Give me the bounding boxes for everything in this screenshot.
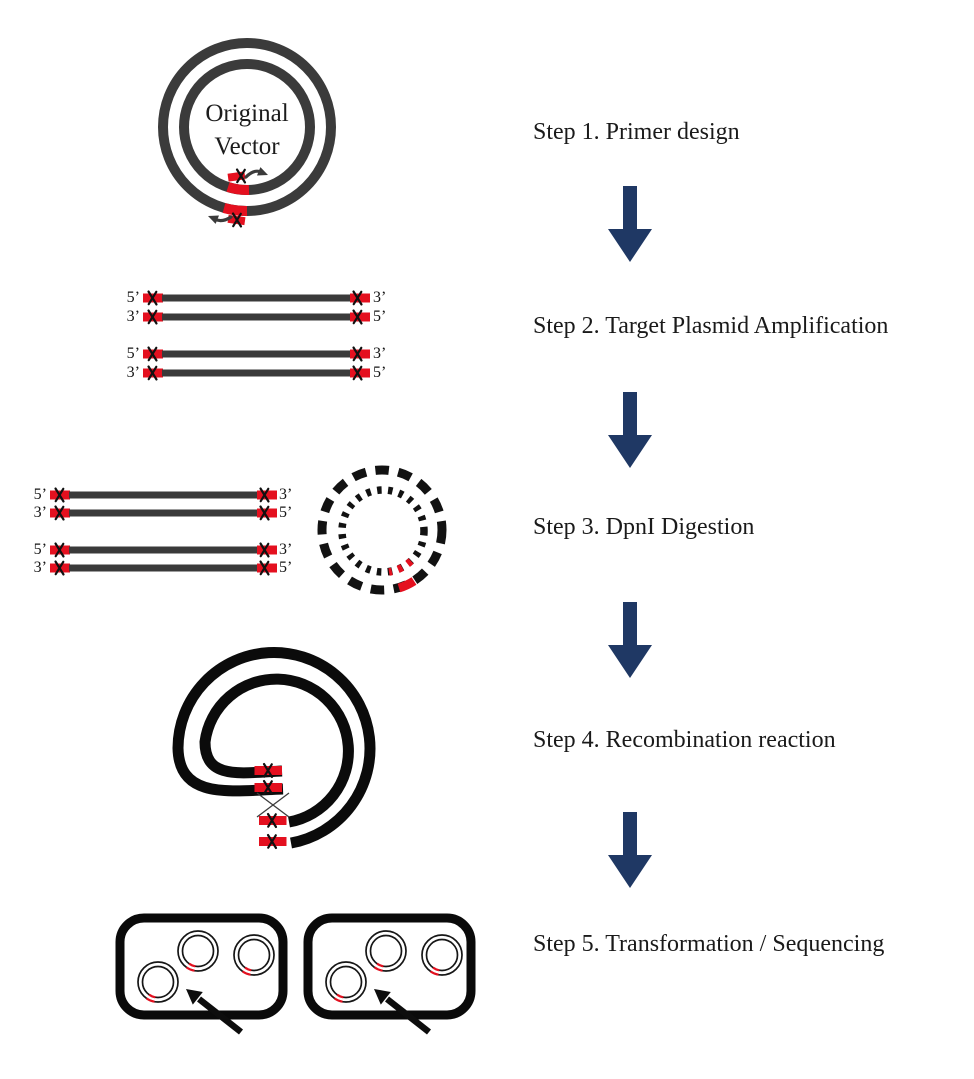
strand-end-label: 5’ xyxy=(373,308,387,325)
forward-primer xyxy=(227,167,268,184)
recombination-diagram xyxy=(172,647,376,850)
strand-end-label: 3’ xyxy=(33,559,47,576)
strand-end-label: 3’ xyxy=(373,289,387,306)
flow-arrow-3 xyxy=(608,602,652,678)
open-plasmid-outer-strand xyxy=(172,647,376,849)
step-4-label: Step 4. Recombination reaction xyxy=(533,727,836,753)
strand-end-label: 5’ xyxy=(279,504,293,521)
original-vector-diagram xyxy=(158,38,336,228)
flow-arrow-4 xyxy=(608,812,652,888)
dna-strand xyxy=(50,489,277,502)
crossover-icon xyxy=(256,792,290,818)
mutation-site-inner xyxy=(226,182,250,196)
strand-end-label: 3’ xyxy=(279,486,293,503)
strand-end-label: 3’ xyxy=(33,504,47,521)
mutation-site-outer xyxy=(222,203,248,217)
digested-mutation-outer xyxy=(397,577,417,593)
strand-end-label: 3’ xyxy=(126,308,140,325)
strand-end-label: 5’ xyxy=(279,559,293,576)
strand-end-label: 3’ xyxy=(373,345,387,362)
digested-template-plasmid xyxy=(317,465,447,595)
step-1-label: Step 1. Primer design xyxy=(533,119,740,145)
dna-strand xyxy=(143,367,370,380)
digested-inner-ring xyxy=(338,486,428,576)
digested-outer-ring xyxy=(317,465,447,595)
petri-dish-2 xyxy=(308,918,471,1032)
digested-mutation-inner xyxy=(388,558,414,576)
strand-end-label: 5’ xyxy=(126,345,140,362)
open-plasmid-inner-strand xyxy=(199,673,354,828)
step-3-label: Step 3. DpnI Digestion xyxy=(533,514,755,540)
step-5-label: Step 5. Transformation / Sequencing xyxy=(533,931,885,957)
flow-arrow-1 xyxy=(608,186,652,262)
vector-label-line1: Original xyxy=(205,100,289,127)
flow-arrow-2 xyxy=(608,392,652,468)
dna-strand xyxy=(143,311,370,324)
strand-end-label: 5’ xyxy=(373,364,387,381)
vector-label-line2: Vector xyxy=(214,133,280,160)
dna-strand xyxy=(143,292,370,305)
strand-end-label: 3’ xyxy=(126,364,140,381)
dna-strand xyxy=(50,562,277,575)
reverse-primer xyxy=(208,212,246,228)
dna-strand xyxy=(143,348,370,361)
strand-end-label: 3’ xyxy=(279,541,293,558)
vector-label: Original Vector xyxy=(167,97,327,163)
strand-end-label: 5’ xyxy=(126,289,140,306)
strand-end-label: 5’ xyxy=(33,541,47,558)
petri-dish-1 xyxy=(120,918,283,1032)
dna-strand xyxy=(50,544,277,557)
dna-strand xyxy=(50,507,277,520)
step-2-label: Step 2. Target Plasmid Amplification xyxy=(533,313,889,339)
strand-end-label: 5’ xyxy=(33,486,47,503)
step2-pcr-products xyxy=(143,292,370,380)
step3-pcr-products xyxy=(50,489,277,575)
